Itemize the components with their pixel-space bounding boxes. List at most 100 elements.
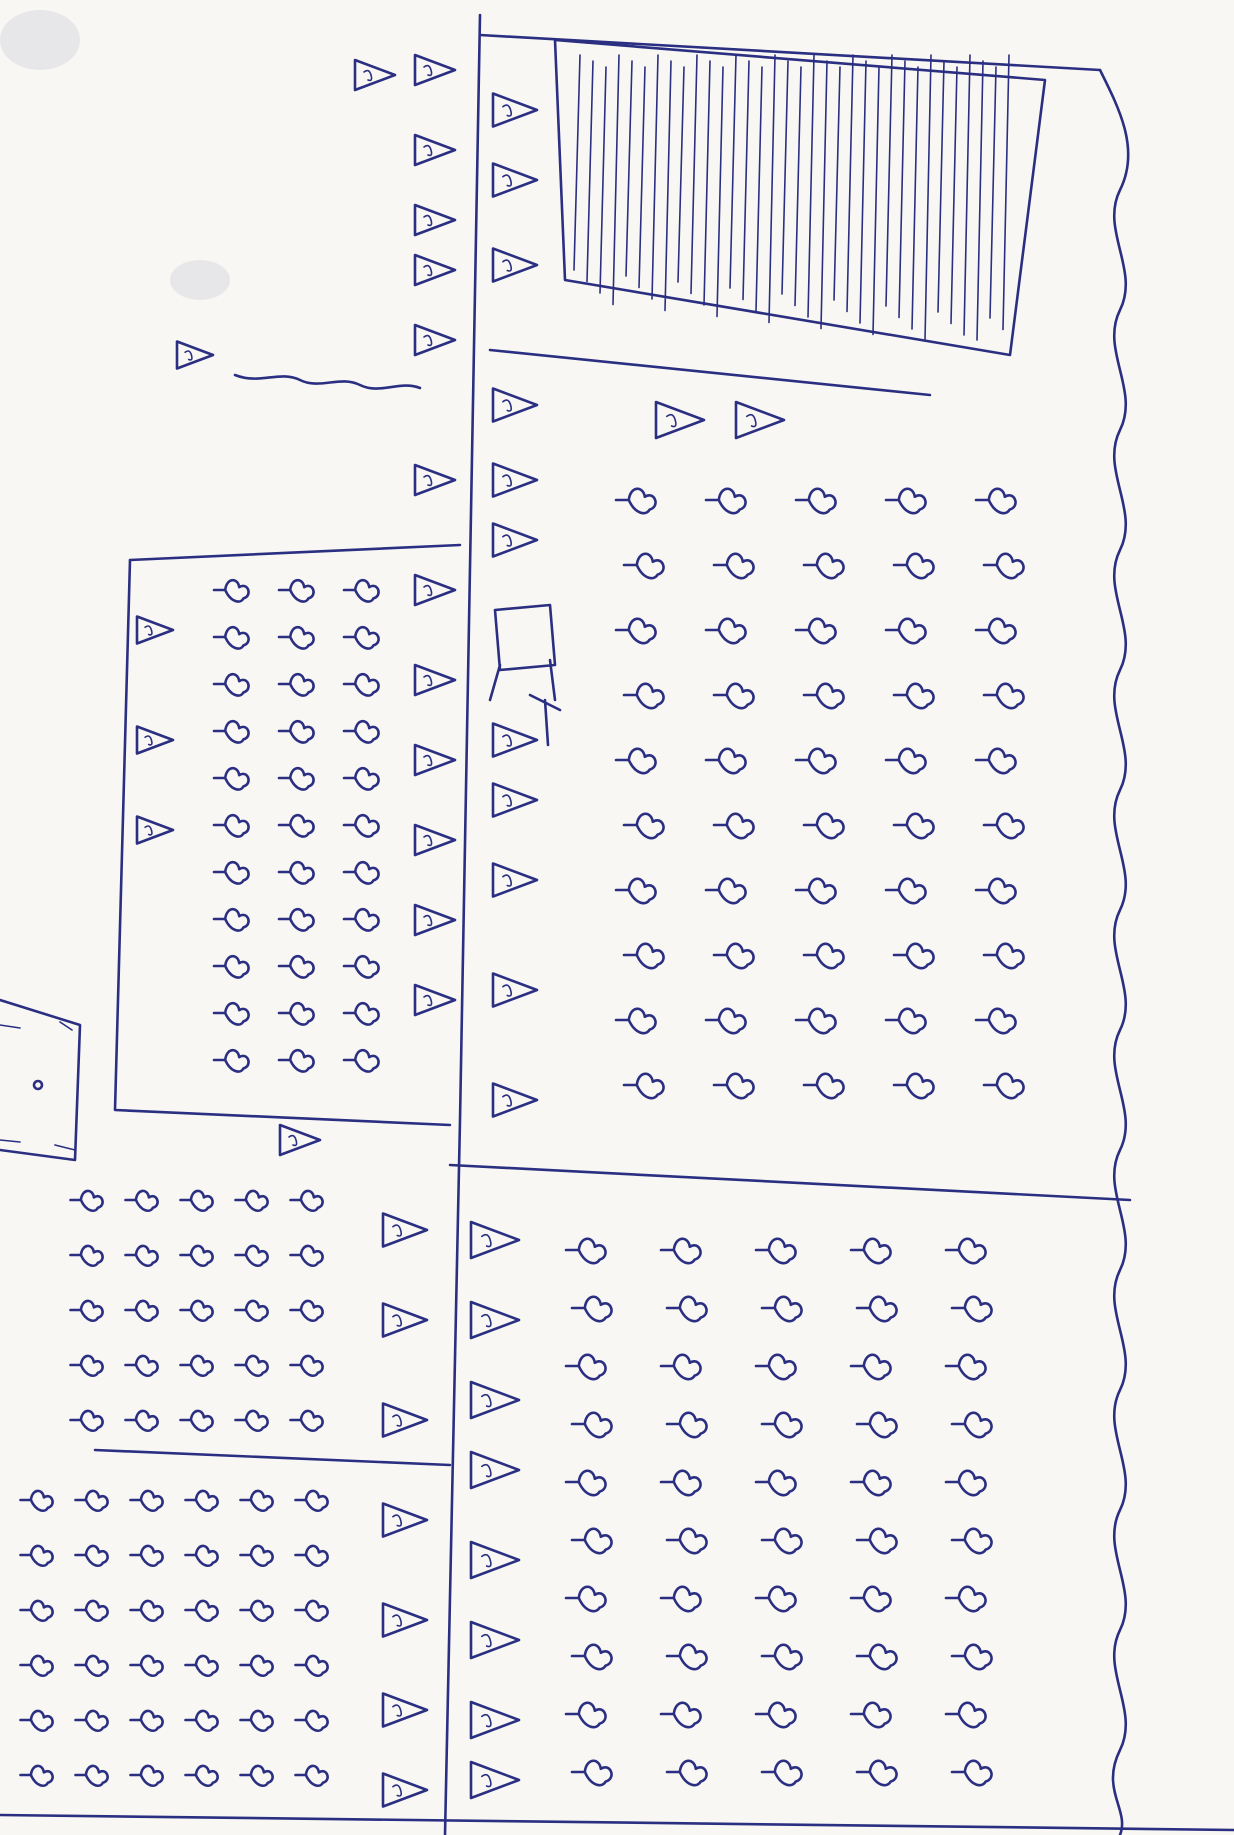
- tree-outline: [355, 60, 395, 90]
- tree-symbol: [383, 1604, 427, 1637]
- hatch-stroke: [834, 67, 840, 300]
- plant-leaf: [225, 768, 248, 789]
- plant-leaf: [870, 1761, 897, 1785]
- plant-symbol: [661, 1587, 701, 1611]
- plant-leaf: [355, 909, 378, 930]
- tree-mark: [424, 996, 432, 1006]
- plant-symbol: [886, 749, 926, 773]
- plant-symbol: [952, 1645, 992, 1669]
- plant-symbol: [661, 1239, 701, 1263]
- plant-symbol: [952, 1413, 992, 1437]
- plant-leaf: [899, 749, 926, 773]
- plant-leaf: [225, 1050, 248, 1071]
- small-square-block: [0, 1000, 80, 1160]
- tree-symbol: [471, 1622, 519, 1658]
- plant-leaf: [31, 1656, 53, 1676]
- tree-mark: [424, 66, 432, 76]
- plant-symbol: [181, 1356, 213, 1376]
- plant-leaf: [306, 1601, 328, 1621]
- plant-leaf: [196, 1766, 218, 1786]
- plant-leaf: [585, 1297, 612, 1321]
- plant-leaf: [674, 1703, 701, 1727]
- plant-leaf: [306, 1656, 328, 1676]
- plant-symbol: [344, 909, 379, 930]
- plant-symbol: [186, 1601, 218, 1621]
- plant-symbol: [296, 1491, 328, 1511]
- plant-leaf: [965, 1529, 992, 1553]
- tree-mark: [503, 175, 511, 186]
- hatch-stroke: [990, 67, 996, 318]
- plant-symbol: [851, 1703, 891, 1727]
- tree-symbol: [415, 465, 455, 495]
- tree-mark: [482, 1315, 491, 1327]
- plant-symbol: [344, 1003, 379, 1024]
- hatch-stroke: [977, 61, 983, 340]
- plant-symbol: [241, 1601, 273, 1621]
- hatch-stroke: [652, 55, 658, 299]
- plant-symbol: [131, 1711, 163, 1731]
- tree-outline: [493, 1084, 537, 1117]
- plant-symbol: [706, 489, 746, 513]
- plant-leaf: [989, 1009, 1016, 1033]
- tree-mark: [185, 351, 192, 360]
- tree-outline: [415, 325, 455, 355]
- plant-leaf: [719, 749, 746, 773]
- tree-outline: [493, 464, 537, 497]
- plant-symbol: [131, 1766, 163, 1786]
- tree-outline: [471, 1382, 519, 1418]
- plant-leaf: [86, 1491, 108, 1511]
- plant-symbol: [214, 909, 249, 930]
- tree-outline: [383, 1774, 427, 1807]
- hatch-stroke: [964, 55, 970, 335]
- plant-symbol: [894, 1074, 934, 1098]
- plant-symbol: [857, 1529, 897, 1553]
- plant-symbol: [984, 814, 1024, 838]
- plant-leaf: [989, 489, 1016, 513]
- plant-symbol: [714, 814, 754, 838]
- plant-symbol: [236, 1246, 268, 1266]
- tree-symbol: [471, 1302, 519, 1338]
- plant-leaf: [997, 684, 1024, 708]
- plant-leaf: [191, 1246, 213, 1266]
- plant-symbol: [796, 1009, 836, 1033]
- plant-symbol: [344, 862, 379, 883]
- wavy-path: [235, 375, 420, 389]
- plant-leaf: [899, 879, 926, 903]
- tree-mark: [289, 1136, 297, 1146]
- plant-symbol: [236, 1411, 268, 1431]
- plant-leaf: [997, 814, 1024, 838]
- hatch-stroke: [782, 61, 788, 294]
- plant-symbol: [667, 1529, 707, 1553]
- plant-symbol: [344, 1050, 379, 1071]
- tree-mark: [145, 826, 152, 835]
- tree-mark: [503, 475, 511, 486]
- plant-symbol: [756, 1587, 796, 1611]
- plant-symbol: [946, 1239, 986, 1263]
- plant-symbol: [186, 1656, 218, 1676]
- plant-leaf: [907, 1074, 934, 1098]
- plant-leaf: [769, 1587, 796, 1611]
- tree-mark: [145, 626, 152, 635]
- plant-symbol: [21, 1546, 53, 1566]
- plant-symbol: [706, 1009, 746, 1033]
- plant-leaf: [870, 1645, 897, 1669]
- hatch-stroke: [704, 61, 710, 305]
- plant-symbol: [572, 1529, 612, 1553]
- plant-leaf: [727, 944, 754, 968]
- plant-symbol: [952, 1297, 992, 1321]
- tree-outline: [493, 164, 537, 197]
- tree-mark: [503, 400, 511, 411]
- plant-leaf: [196, 1546, 218, 1566]
- tree-symbol: [383, 1404, 427, 1437]
- tree-mark: [393, 1315, 401, 1326]
- plant-leaf: [989, 619, 1016, 643]
- plant-symbol: [984, 1074, 1024, 1098]
- plant-symbol: [624, 554, 664, 578]
- plant-leaf: [86, 1601, 108, 1621]
- plant-symbol: [624, 684, 664, 708]
- plant-leaf: [225, 909, 248, 930]
- plant-symbol: [279, 1003, 314, 1024]
- plant-leaf: [81, 1356, 103, 1376]
- plant-leaf: [674, 1355, 701, 1379]
